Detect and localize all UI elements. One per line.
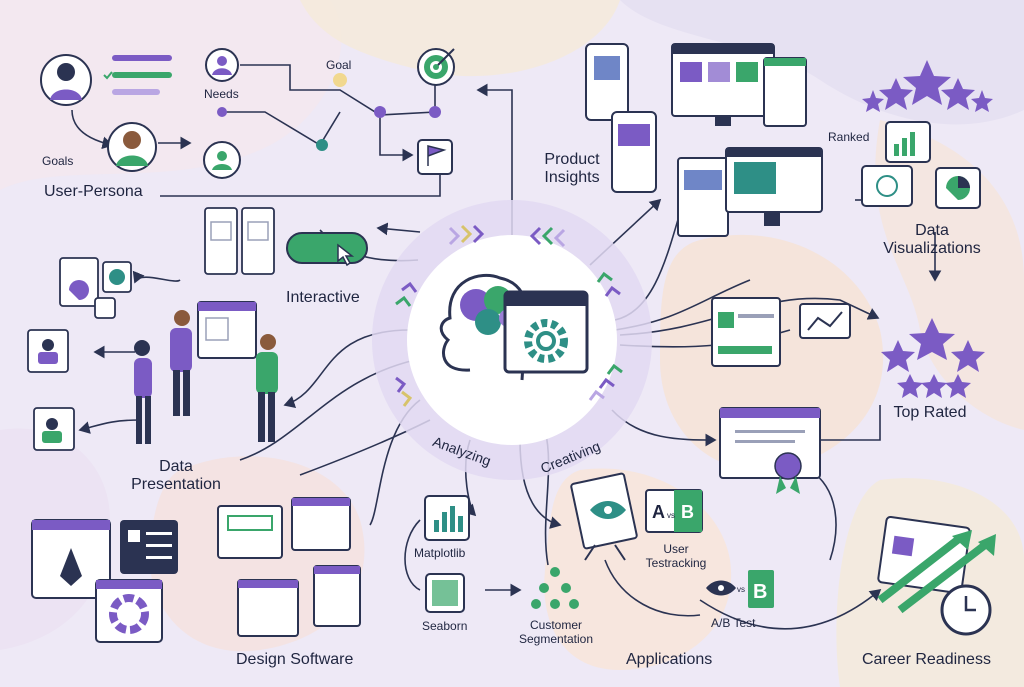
label-goals: Goals: [42, 154, 74, 168]
cursor-hand-icon: [337, 243, 355, 267]
label-data-viz-2: Visualizations: [883, 240, 981, 257]
product-devices-cluster: [585, 43, 823, 237]
design-software-cluster: [31, 497, 361, 643]
target-icon: [417, 48, 455, 86]
checklist-icon: [103, 55, 172, 95]
ab-a-label: A: [652, 502, 665, 522]
people-figures: [134, 310, 278, 444]
label-segmentation: Segmentation: [518, 632, 594, 646]
label-user: User: [663, 542, 689, 556]
label-goal: Goal: [326, 58, 352, 72]
label-data-viz-1: Data: [915, 222, 949, 239]
label-ranked: Ranked: [828, 130, 870, 144]
interactive-cluster: [204, 207, 368, 275]
pen-tool-icon: [60, 548, 82, 586]
star-rating-icon: [881, 318, 985, 398]
label-interactive: Interactive: [286, 289, 360, 306]
label-testracking: Testracking: [645, 556, 707, 570]
certificate-icon: [719, 407, 821, 494]
label-customer: Customer: [529, 618, 582, 632]
label-user-persona: User-Persona: [44, 183, 143, 200]
eye-b-label: B: [753, 581, 767, 603]
star-rating-icon: [862, 60, 993, 112]
label-ab-test: A/B Test: [711, 616, 756, 630]
label-applications: Applications: [626, 651, 713, 668]
label-presentation: Presentation: [131, 476, 221, 493]
top-rated-cluster: [711, 297, 985, 398]
data-presentation-cluster: [27, 257, 278, 451]
applications-cluster: A vs B vs B: [570, 472, 774, 608]
label-design-software: Design Software: [236, 651, 354, 668]
label-matplotlib: Matplotlib: [414, 546, 466, 560]
analytics-tools-cluster: [424, 495, 579, 613]
user-persona-cluster: [40, 48, 455, 179]
chevron-icon-group: [395, 224, 623, 407]
label-needs: Needs: [204, 87, 239, 101]
label-seaborn: Seaborn: [422, 619, 468, 633]
gear-window-icon: [503, 290, 589, 374]
ranked-cluster: [861, 60, 993, 209]
label-product: Product: [544, 151, 600, 168]
central-hub: Analyzing Creativing: [372, 200, 652, 480]
atom-icon: [876, 175, 898, 197]
label-data: Data: [159, 458, 193, 475]
flag-icon: [417, 139, 453, 175]
group-people-icon: [531, 567, 579, 609]
label-career-readiness: Career Readiness: [862, 651, 991, 668]
label-top-rated: Top Rated: [893, 404, 967, 421]
career-readiness-cluster: [877, 515, 996, 636]
label-insights: Insights: [544, 169, 600, 186]
ab-vs-label: vs: [667, 511, 675, 520]
ab-b-label: B: [681, 502, 694, 522]
eye-vs-label: vs: [737, 585, 745, 594]
